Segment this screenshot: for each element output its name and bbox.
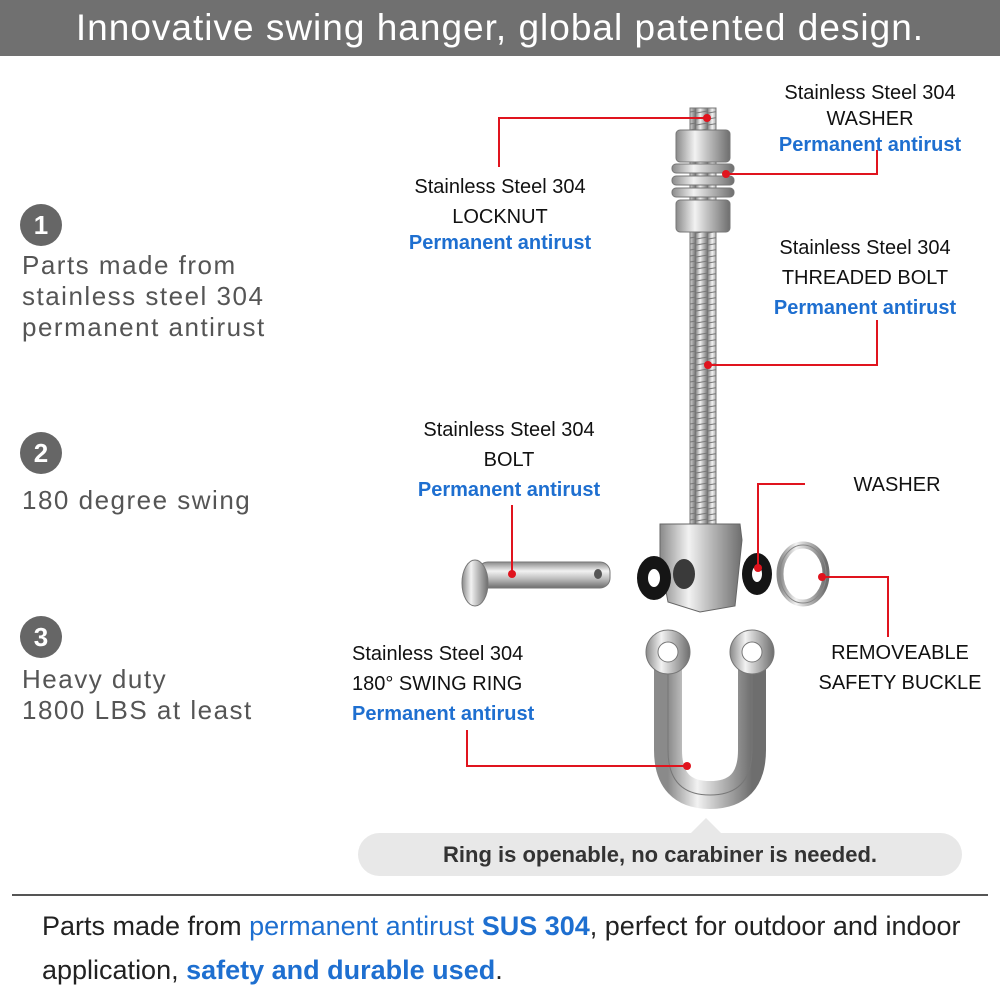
divider xyxy=(12,894,988,896)
leader-dots xyxy=(508,114,826,770)
leader-washer-side xyxy=(757,483,805,568)
label-bolt: Stainless Steel 304 BOLT Permanent antir… xyxy=(417,419,601,501)
label-locknut: Stainless Steel 304 LOCKNUT Permanent an… xyxy=(408,176,592,254)
label-threaded-bolt: Stainless Steel 304 THREADED BOLT Perman… xyxy=(773,237,957,319)
feature-number-1: 1 xyxy=(20,204,62,246)
feature-number-2: 2 xyxy=(20,432,62,474)
feature-text-1: Parts made from stainless steel 304 perm… xyxy=(22,250,266,342)
label-washer-top: Stainless Steel 304 WASHER Permanent ant… xyxy=(778,82,962,156)
bracket-graphic xyxy=(659,523,743,613)
leader-ring xyxy=(466,730,687,767)
label-ring: Stainless Steel 304 180° SWING RING Perm… xyxy=(352,643,535,725)
label-washer-side: WASHER xyxy=(853,474,941,496)
bottom-description: Parts made from permanent antirust SUS 3… xyxy=(42,911,961,985)
leader-lines xyxy=(466,117,889,767)
locknut-graphic xyxy=(671,129,735,233)
leader-locknut xyxy=(498,117,707,167)
feature-text-3: Heavy duty 1800 LBS at least xyxy=(22,664,253,725)
u-ring-graphic xyxy=(645,629,775,810)
feature-number-3: 3 xyxy=(20,616,62,658)
banner-title: Innovative swing hanger, global patented… xyxy=(0,0,1000,56)
callout-pointer xyxy=(690,818,722,834)
leader-threaded-bolt xyxy=(708,320,878,366)
leader-safety-buckle xyxy=(822,576,889,637)
leader-washer-top xyxy=(726,150,878,175)
safety-buckle-graphic xyxy=(776,541,830,607)
rubber-washer-left-graphic xyxy=(637,556,671,600)
pin-bolt-graphic xyxy=(461,559,611,607)
label-safety-buckle: REMOVEABLE SAFETY BUCKLE xyxy=(818,642,982,694)
callout-ring-openable: Ring is openable, no carabiner is needed… xyxy=(358,833,962,876)
feature-text-2: 180 degree swing xyxy=(22,485,252,515)
